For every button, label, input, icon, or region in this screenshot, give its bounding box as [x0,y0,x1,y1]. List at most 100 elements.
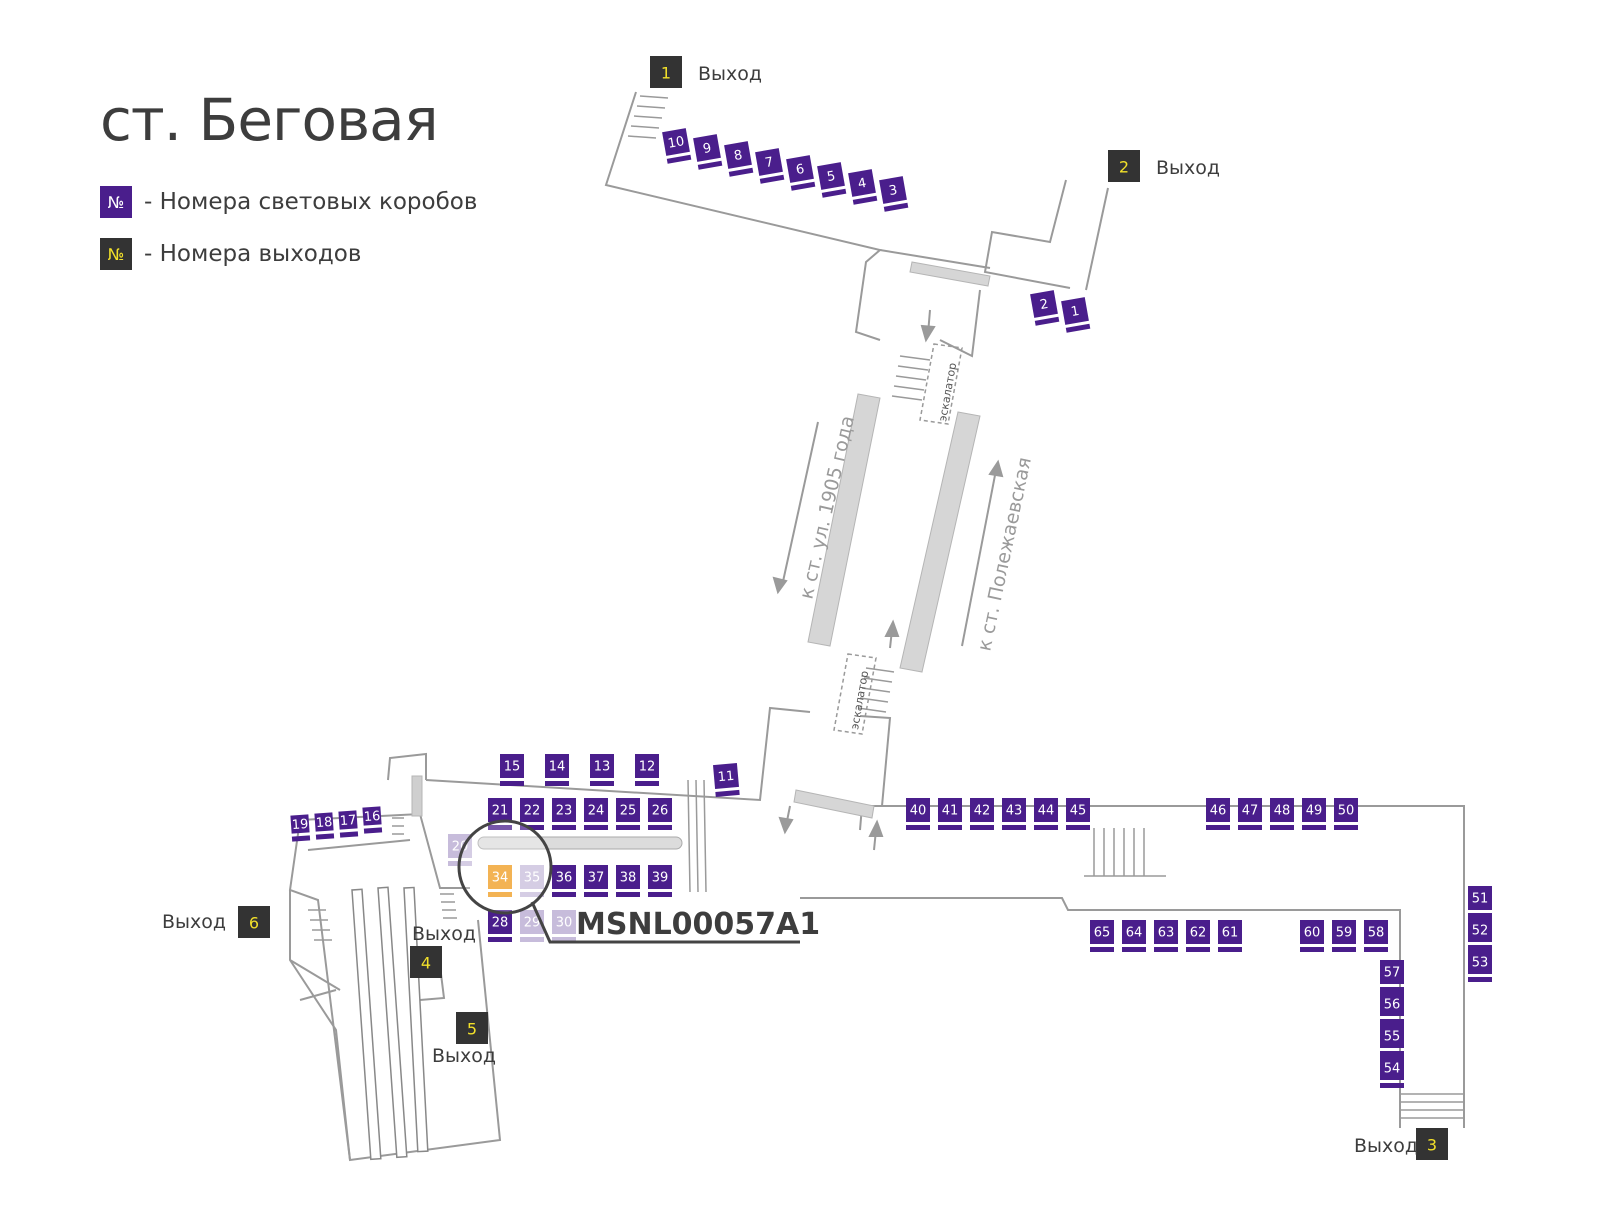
lightbox-number: 51 [1472,892,1489,907]
lightbox-8: 8 [724,141,754,177]
lightbox-square [520,865,544,889]
legend-box-text: - Номера световых коробов [144,189,478,215]
lightbox-number: 9 [702,141,713,157]
lightbox-55: 55 [1380,1024,1404,1056]
lightbox-number: 28 [492,916,509,931]
lightbox-number: 21 [492,804,509,819]
lightbox-bar [488,825,512,830]
lightbox-square [362,806,382,826]
lightbox-bar [590,781,614,786]
lightbox-23: 23 [552,798,576,830]
lightbox-number: 13 [594,760,611,775]
lightbox-bar [728,167,754,177]
lightbox-bar [1334,825,1358,830]
lightbox-6: 6 [786,155,816,191]
exit-square [1108,150,1140,182]
rail-tracks [351,886,429,1161]
lightbox-bar [291,835,311,842]
lightbox-46: 46 [1206,798,1230,830]
lightbox-number: 63 [1158,926,1175,941]
lightbox-number: 25 [620,804,637,819]
lightbox-44: 44 [1034,798,1058,830]
lightbox-number: 18 [315,815,333,831]
lightbox-number: 48 [1274,804,1291,819]
lightbox-square [712,762,740,790]
exit-label: Выход [698,63,762,85]
lightbox-bar [1270,825,1294,830]
lightbox-1: 1 [1061,297,1091,333]
lightbox-bar [648,825,672,830]
lightbox-number: 1 [1070,304,1081,320]
lightbox-28: 28 [488,910,512,942]
lightbox-number: 38 [620,871,637,886]
lightbox-number: 61 [1222,926,1239,941]
lightbox-square [616,798,640,822]
lightbox-3: 3 [879,176,909,212]
lightbox-35: 35 [520,865,544,897]
lightbox-number: 2 [1039,297,1050,313]
lightbox-number: 44 [1038,804,1055,819]
lightbox-bar [1002,825,1026,830]
lightbox-square [1380,1024,1404,1048]
legend-exit-swatch: № [100,238,132,270]
legend-box-swatch: № [100,186,132,218]
lightbox-10: 10 [662,128,692,164]
escalator-label-top: эскалатор [936,362,959,423]
lightbox-bar [1122,947,1146,952]
lightbox-square [1002,798,1026,822]
lightbox-number: 45 [1070,804,1087,819]
lightbox-62: 62 [1186,920,1210,952]
lightbox-58: 58 [1364,920,1388,952]
lightbox-43: 43 [1002,798,1026,830]
lightbox-65: 65 [1090,920,1114,952]
lightbox-number: 35 [524,871,541,886]
lightbox-square [1066,798,1090,822]
exit-label: Выход [412,923,476,945]
lightbox-bar [1380,1019,1404,1024]
lightbox-number: 12 [639,760,656,775]
lightbox-bar [552,892,576,897]
lightbox-bar [906,825,930,830]
lightbox-29: 29 [520,910,544,942]
lightbox-number: 47 [1242,804,1259,819]
lightbox-number: 56 [1384,998,1401,1013]
lightbox-square [1380,960,1404,984]
lightbox-bar [666,154,692,164]
callout-code: MSNL00057A1 [576,907,820,942]
lightbox-number: 39 [652,871,669,886]
lightbox-number: 52 [1472,924,1489,939]
lightbox-number: 49 [1306,804,1323,819]
exit-square [238,906,270,938]
lightbox-square [584,798,608,822]
lightbox-square [1090,920,1114,944]
exit-square [650,56,682,88]
lightbox-number: 26 [652,804,669,819]
lightbox-15: 15 [500,754,524,786]
lightbox-number: 57 [1384,966,1401,981]
lightbox-36: 36 [552,865,576,897]
lightbox-60: 60 [1300,920,1324,952]
lightbox-number: 64 [1126,926,1143,941]
lightbox-bar [1218,947,1242,952]
lightbox-square [1270,798,1294,822]
lightbox-64: 64 [1122,920,1146,952]
lightbox-bar [1380,1051,1404,1056]
lightbox-number: 46 [1210,804,1227,819]
lightbox-square [1061,297,1089,325]
lightbox-number: 50 [1338,804,1355,819]
lightbox-square [1380,1056,1404,1080]
lightbox-square [1122,920,1146,944]
lightbox-square [552,865,576,889]
lightbox-40: 40 [906,798,930,830]
lightbox-square [786,155,814,183]
lightbox-number: 3 [888,183,899,199]
lightbox-57: 57 [1380,960,1404,992]
lightbox-bar [1468,977,1492,982]
lightbox-bar [1238,825,1262,830]
lightbox-square [1364,920,1388,944]
exit-label: Выход [432,1045,496,1067]
